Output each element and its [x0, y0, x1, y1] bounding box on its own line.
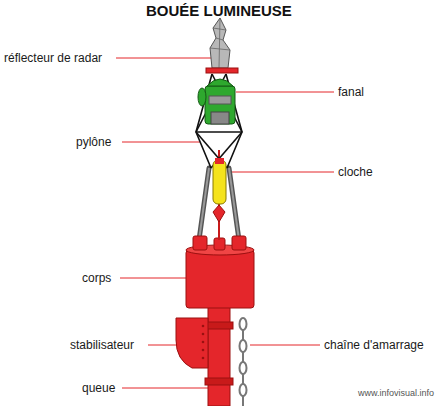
leader-line [236, 92, 334, 93]
pylon-frame [196, 74, 242, 168]
leader-line [116, 58, 212, 59]
radar-reflector [210, 18, 230, 68]
part-label: réflecteur de radar [4, 51, 102, 65]
body-knob [193, 236, 207, 250]
radar-reflector-edges [210, 18, 230, 68]
leader-line [120, 278, 188, 279]
lantern-dome [207, 79, 233, 86]
stabilizer-bolts [202, 325, 205, 360]
leader-line [230, 172, 334, 173]
lantern-side-lens [198, 88, 206, 106]
leader-line [122, 142, 200, 143]
part-label: fanal [338, 85, 364, 99]
diagram-title: BOUÉE LUMINEUSE [146, 2, 292, 20]
part-label: corps [82, 271, 111, 285]
part-label: queue [82, 381, 115, 395]
tail-ring [205, 378, 233, 385]
part-label: pylône [76, 135, 111, 149]
bell-clapper [213, 205, 225, 222]
leader-line [122, 388, 208, 389]
reflector-plate [206, 68, 238, 73]
buoy-body [186, 250, 254, 308]
bell [213, 160, 226, 204]
leader-line [250, 345, 320, 346]
tail-ring [205, 322, 233, 329]
lantern-lens [211, 112, 229, 124]
part-label: chaîne d'amarrage [324, 338, 424, 352]
body-knob [232, 236, 246, 250]
part-label: cloche [338, 165, 373, 179]
lantern-band [209, 96, 231, 104]
part-label: stabilisateur [70, 338, 134, 352]
lantern [205, 86, 235, 124]
tail [208, 305, 230, 406]
mooring-chain [240, 318, 247, 406]
stabilizer-fin [176, 318, 208, 368]
bell-top [215, 158, 224, 164]
watermark: www.infovisual.info [358, 386, 434, 400]
